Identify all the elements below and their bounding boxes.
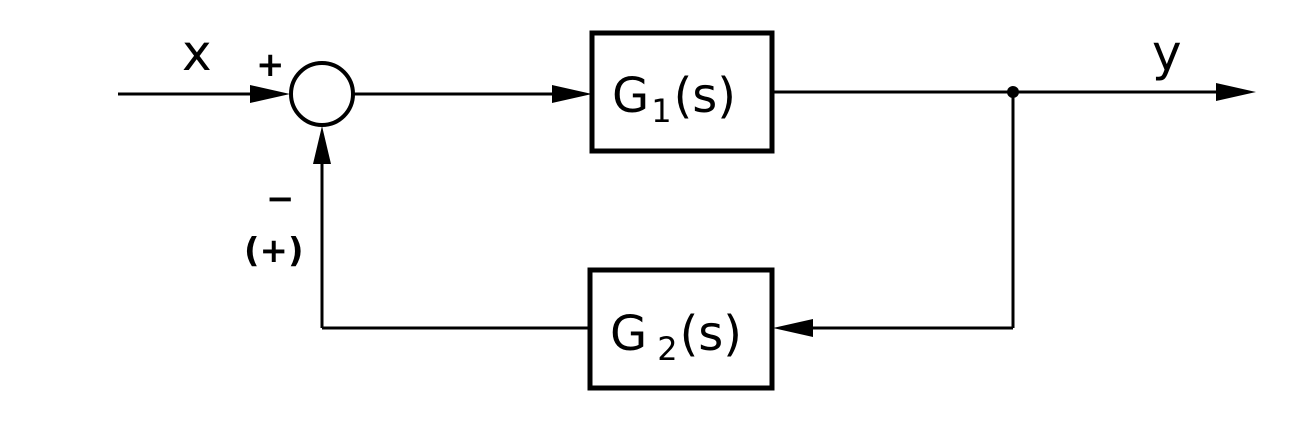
input-arrowhead <box>250 85 290 103</box>
g1-label-suffix: (s) <box>674 68 736 124</box>
g2-label-prefix: G <box>610 306 647 362</box>
g2-label-suffix: (s) <box>680 306 742 362</box>
output-arrowhead <box>1216 83 1256 101</box>
output-signal-label: y <box>1152 24 1182 82</box>
feedback-arrowhead <box>313 126 331 164</box>
g1-label-prefix: G <box>612 68 649 124</box>
g1-input-arrowhead <box>552 85 592 103</box>
g1-label-subscript: 1 <box>651 92 671 130</box>
g2-block <box>587 267 775 391</box>
feedback-sign-alt-label: (+) <box>244 231 304 271</box>
feedback-sign-label: − <box>266 179 295 219</box>
g1-label: G1(s) <box>612 68 736 130</box>
g2-input-arrowhead <box>773 319 813 337</box>
summing-junction-circle <box>289 61 355 127</box>
input-signal-label: x <box>182 24 212 82</box>
g2-label-subscript: 2 <box>657 330 677 368</box>
input-sign-label: + <box>256 45 285 85</box>
